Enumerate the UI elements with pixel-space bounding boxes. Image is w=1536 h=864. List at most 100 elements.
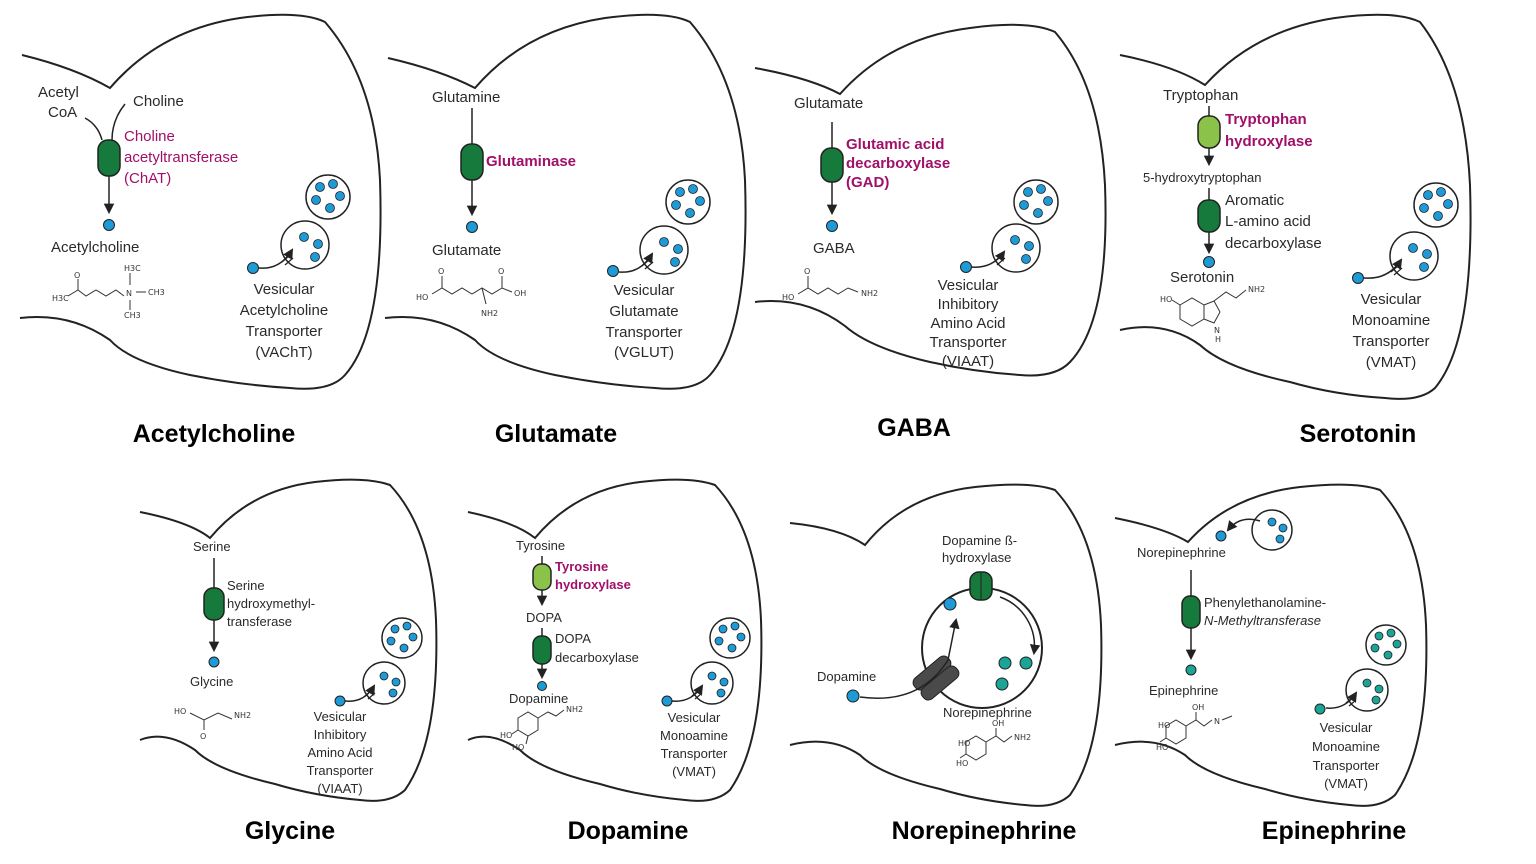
panel-acetylcholine: Acetyl CoA Choline Choline acetyltransfe… [19,13,382,448]
molecule-dot [103,219,115,231]
terminal-outline [19,13,382,390]
molecule-dot [1203,256,1215,268]
product-label: Norepinephrine [943,705,1032,720]
glutamate-structure: O O HO OH NH2 [416,267,526,318]
svg-text:HO: HO [958,739,970,748]
enzyme-chat-icon [97,139,121,177]
enzyme-icon-light [1197,115,1221,149]
svg-text:HO: HO [512,743,524,752]
svg-text:N: N [1214,717,1220,726]
panel-title: Acetylcholine [133,420,296,448]
svg-text:CH3: CH3 [148,288,165,297]
panel-serotonin: Tryptophan Tryptophan hydroxylase 5-hydr… [1119,13,1472,448]
transporter-label: (VMAT) [1366,354,1417,371]
enzyme-label: (ChAT) [124,170,171,187]
enzyme-icon [1197,199,1221,233]
enzyme-label: Tryptophan [1225,111,1307,128]
transporter-label: (VMAT) [672,764,716,779]
enzyme-label: decarboxylase [555,650,639,665]
enzyme-label: Dopamine ß- [942,533,1017,548]
svg-text:HO: HO [416,293,428,302]
transporter-label: (VMAT) [1324,776,1368,791]
panel-norepinephrine: Dopamine ß- hydroxylase Dopamine Norepin… [789,483,1103,845]
transporter-label: Monoamine [660,728,728,743]
vesicle-full [1365,624,1407,666]
transporter-label: (VGLUT) [614,344,674,361]
enzyme-label: hydroxylase [942,550,1011,565]
precursor-acetyl: Acetyl [38,84,79,101]
transporter-icon [912,655,960,701]
serotonin-structure: HO NH2 N H [1160,285,1265,344]
svg-text:NH2: NH2 [234,711,251,720]
product-label: Acetylcholine [51,239,139,256]
enzyme-label: Choline [124,128,175,145]
transporter-label: Inhibitory [314,727,367,742]
transporter-label: Acetylcholine [240,302,328,319]
svg-text:OH: OH [992,719,1004,728]
molecule-dot [466,221,478,233]
molecule-dot-teal [1019,656,1033,670]
intermediate-label: DOPA [526,610,562,625]
svg-text:HO: HO [956,759,968,768]
svg-text:OH: OH [514,289,526,298]
enzyme-icon-light [532,563,552,591]
svg-text:H3C: H3C [124,264,141,273]
product-label: Glutamate [432,242,501,259]
svg-text:H3C: H3C [52,294,69,303]
merge-line-left [84,117,103,141]
svg-text:OH: OH [1192,703,1204,712]
enzyme-icon [532,635,552,665]
panel-title: Glutamate [495,420,617,448]
enzyme-label: hydroxylase [1225,133,1313,150]
svg-text:N: N [1214,326,1220,335]
enzyme-label: (GAD) [846,174,889,191]
svg-text:HO: HO [174,707,186,716]
transporter-label: Vesicular [668,710,721,725]
svg-text:HO: HO [1160,295,1172,304]
enzyme-icon [820,147,844,183]
transporter-label: Vesicular [254,281,315,298]
terminal-outline [754,23,1107,377]
transporter-label: Amino Acid [930,315,1005,332]
precursor-label: Norepinephrine [1137,545,1226,560]
enzyme-label: Glutamic acid [846,136,944,153]
transporter-label: Transporter [1353,333,1430,350]
vesicle-loading [607,225,689,277]
enzyme-label: decarboxylase [846,155,950,172]
transporter-label: Transporter [246,323,323,340]
vesicle-loading [1352,231,1439,284]
vesicle-full [305,174,351,220]
vesicle-full [381,617,423,659]
panel-title: Dopamine [568,817,689,845]
vesicle-full [1013,179,1059,225]
molecule-dot-teal [998,656,1012,670]
panel-glutamate: Glutamine Glutaminase Glutamate O O HO O… [384,13,747,448]
conversion-arrow [999,596,1041,656]
panel-title: Glycine [245,817,335,845]
precursor-coa: CoA [48,104,77,121]
molecule-dot [1215,530,1227,542]
product-label: Serotonin [1170,269,1234,286]
molecule-dot [846,689,860,703]
panel-epinephrine: Norepinephrine Phenylethanolamine- N-Met… [1114,483,1428,845]
transporter-label: Transporter [930,334,1007,351]
vesicle-full [1413,182,1459,228]
terminal-outline [789,483,1103,807]
panel-glycine: Serine Serine hydroxymethyl- transferase… [139,478,438,845]
svg-text:NH2: NH2 [1248,285,1265,294]
terminal-outline [467,478,763,802]
svg-text:O: O [498,267,504,276]
transporter-label: Inhibitory [938,296,999,313]
enzyme-label: transferase [227,614,292,629]
product-label: Epinephrine [1149,683,1218,698]
enzyme-label: Glutaminase [486,153,576,170]
vesicle-full [665,179,711,225]
uptake-arrow [859,617,960,699]
transporter-label: (VAChT) [255,344,312,361]
enzyme-icon [460,143,484,181]
acetylcholine-structure: H3C O N CH3 H3C CH3 [52,264,165,320]
enzyme-label: Phenylethanolamine- [1204,595,1326,610]
precursor-label: Tryptophan [1163,87,1238,104]
molecule-dot-teal [1185,664,1197,676]
